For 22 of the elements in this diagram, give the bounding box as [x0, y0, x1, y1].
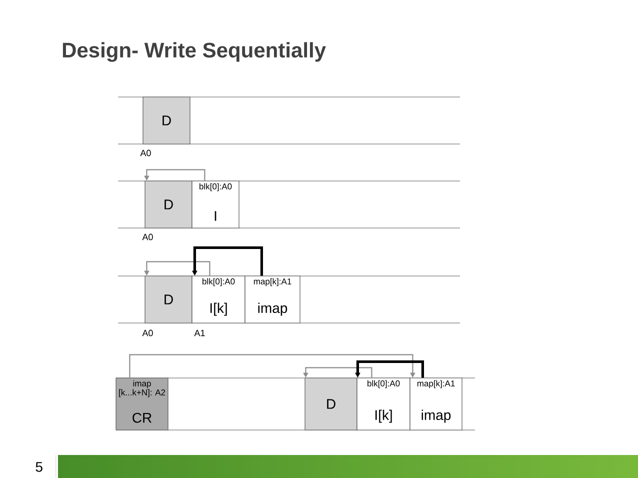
arrow: [144, 261, 210, 276]
address-label: A0: [142, 234, 153, 240]
arrow: [355, 360, 424, 378]
memory-block: map[k]:A1 imap: [410, 378, 462, 430]
memory-block: D: [144, 276, 192, 324]
memory-block: D: [142, 96, 190, 144]
page-number: 5: [36, 462, 42, 472]
memory-block: imap [k...k+N]: A2 CR: [116, 378, 168, 430]
memory-block: blk[0]:A0 I: [192, 180, 240, 228]
memory-block: D: [304, 378, 358, 430]
arrow: [144, 169, 206, 181]
memory-block: map[k]:A1 imap: [244, 276, 300, 324]
arrow: [192, 246, 263, 276]
address-label: A0: [142, 330, 153, 336]
memory-block: blk[0]:A0 I[k]: [192, 276, 246, 324]
memory-block: blk[0]:A0 I[k]: [356, 378, 410, 430]
arrow: [129, 354, 416, 378]
title: Design- Write Sequentially: [62, 42, 326, 62]
arrow: [303, 367, 372, 378]
memory-block: D: [144, 180, 192, 228]
address-label: A0: [140, 150, 151, 156]
address-label: A1: [194, 330, 205, 336]
